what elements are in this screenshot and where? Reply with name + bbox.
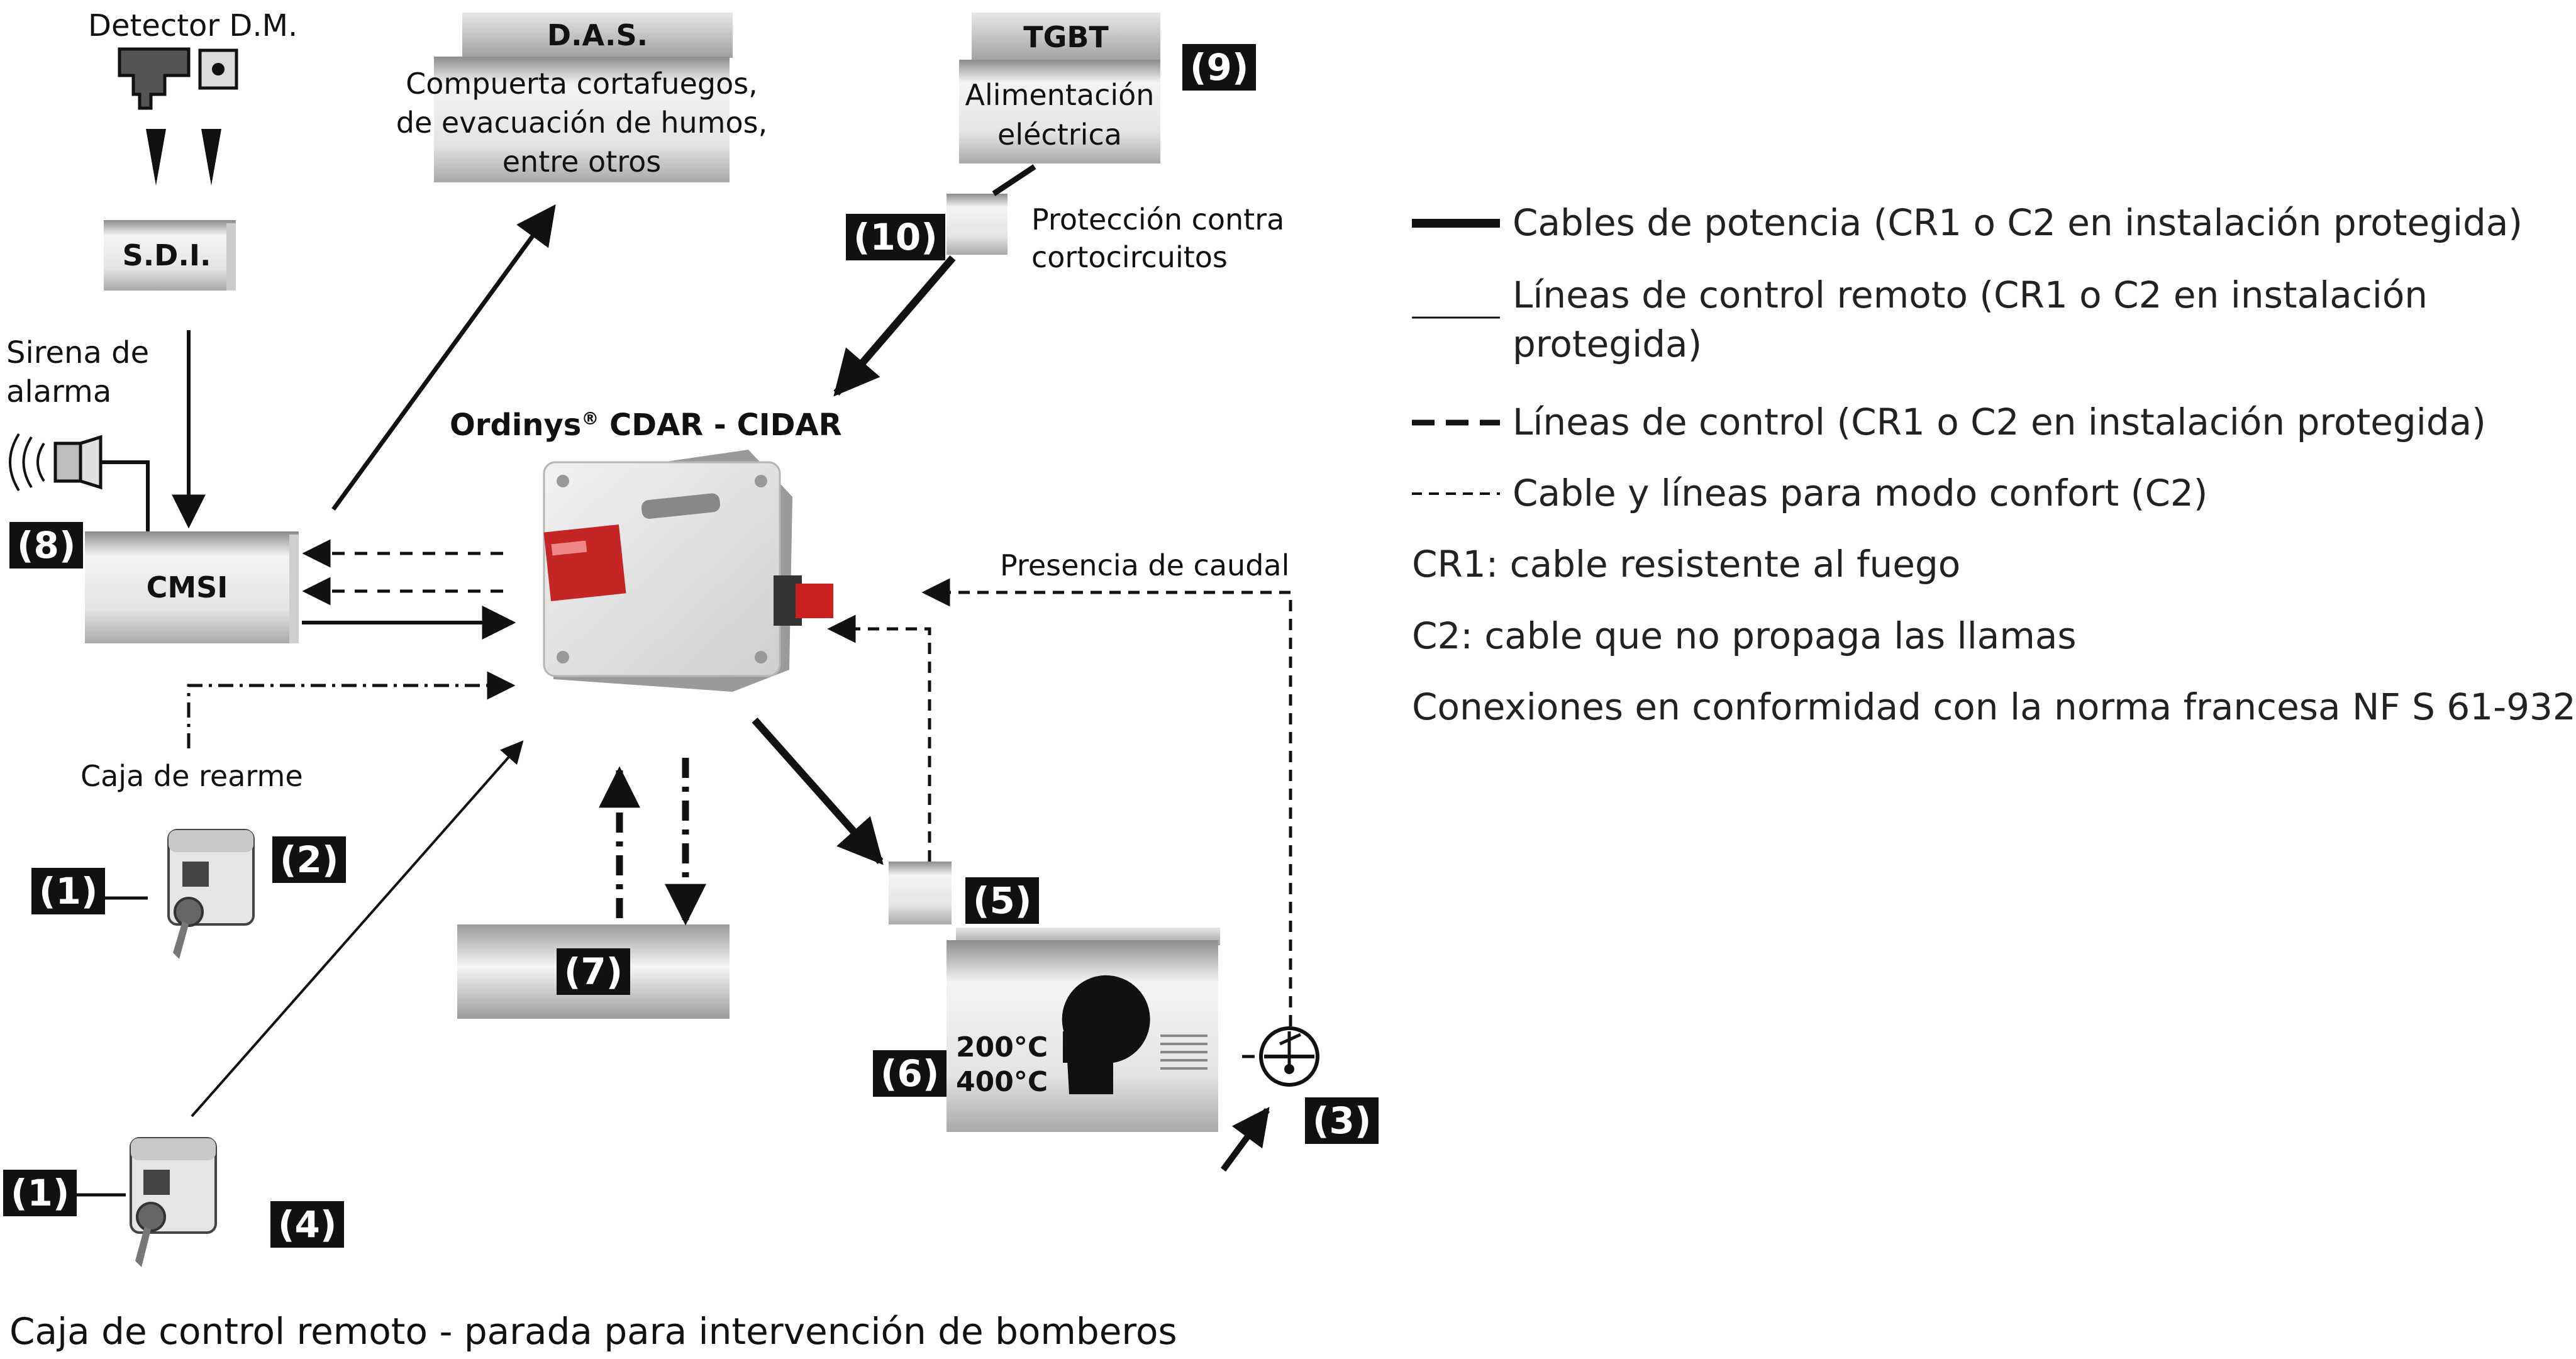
fan-temperatures: 200°C 400°C [956,1030,1048,1099]
siren-label-line-1: Sirena de [6,335,150,370]
box-5 [889,862,952,924]
sensor-to-cdar-dashed [921,578,1292,1026]
number-6: (6) [873,1050,947,1097]
detector-arrow-1 [146,129,166,186]
product-registered-mark: ® [581,408,599,429]
siren-label: Sirena de alarma [6,333,149,412]
number-5: (5) [965,877,1040,924]
number-1-reset: (1) [31,868,106,914]
das-box [434,13,733,182]
legend-c2: C2: cable que no propaga las llamas [1412,614,2077,657]
detector-icons [118,47,238,110]
reset-box-line [187,671,516,748]
das-desc-line-1: Compuerta cortafuegos, [406,66,758,101]
sdi-label: S.D.I. [122,238,211,272]
footer-caption: Caja de control remoto - parada para int… [9,1310,1177,1353]
siren-icon [9,433,103,492]
remote-box-device [130,1137,217,1267]
number-4: (4) [270,1201,345,1248]
number-10: (10) [846,214,945,260]
tgbt-title: TGBT [1023,19,1109,54]
protection-to-cdar [833,255,956,397]
cdar-enclosure [543,450,833,692]
legend-remote-lines-1: Líneas de control remoto (CR1 o C2 en in… [1513,274,2428,316]
cdar-to-box5 [752,718,884,865]
flow-sensor-icon [1242,1026,1319,1087]
legend-comfort: Cable y líneas para modo confort (C2) [1513,472,2208,514]
protection-label-line-2: cortocircuitos [1031,240,1228,274]
reset-box-label: Caja de rearme [80,759,303,793]
tgbt-box [959,13,1160,164]
number-3: (3) [1305,1097,1379,1144]
box5-to-cdar-dashed [827,614,931,862]
das-title: D.A.S. [547,18,648,52]
number-2: (2) [272,836,347,883]
number-7: (7) [556,948,631,995]
fan-temp-200: 200°C [956,1031,1048,1063]
product-title: Ordinys® CDAR - CIDAR [450,406,842,445]
siren-label-line-2: alarma [6,374,112,410]
legend-power-cables: Cables de potencia (CR1 o C2 en instalac… [1513,201,2523,244]
siren-wire [101,460,150,535]
das-desc-line-3: entre otros [502,145,662,179]
remote-box-to-cdar [191,740,524,1118]
number-1-remote: (1) [3,1170,77,1216]
legend-control-lines: Líneas de control (CR1 o C2 en instalaci… [1513,401,2486,443]
tgbt-to-protection [992,164,1036,196]
legend-norm: Conexiones en conformidad con la norma f… [1412,685,2576,728]
number-9: (9) [1182,44,1257,91]
number-8: (8) [9,522,84,569]
tgbt-desc-line-2: eléctrica [997,117,1122,152]
tgbt-description: Alimentación eléctrica [959,66,1160,164]
reset-box-device [167,829,255,959]
cmsi-label: CMSI [146,570,228,604]
das-desc-line-2: de evacuación de humos, [396,105,768,140]
legend-remote-lines-2: protegida) [1513,323,1702,365]
product-model: CDAR - CIDAR [599,408,842,443]
detector-arrow-2 [201,129,221,186]
das-description: Compuerta cortafuegos, de evacuación de … [384,63,780,182]
detector-label: Detector D.M. [88,8,298,43]
fan-unit [947,928,1220,1132]
protection-label: Protección contra cortocircuitos [1031,201,1284,277]
product-name: Ordinys [450,408,582,443]
wiring-diagram [9,13,1500,1267]
cylinder-7-label: (7) [457,924,730,1019]
cmsi-to-das [331,204,556,511]
protection-label-line-1: Protección contra [1031,202,1285,236]
arrow-into-sensor [1220,1107,1270,1172]
flow-presence-label: Presencia de caudal [1000,548,1290,582]
fan-temp-400: 400°C [956,1066,1048,1098]
tgbt-desc-line-1: Alimentación [965,78,1155,113]
legend-cr1: CR1: cable resistente al fuego [1412,543,1961,585]
cmsi-box [85,531,299,643]
sdi-box [104,220,236,291]
protection-box [947,194,1008,255]
